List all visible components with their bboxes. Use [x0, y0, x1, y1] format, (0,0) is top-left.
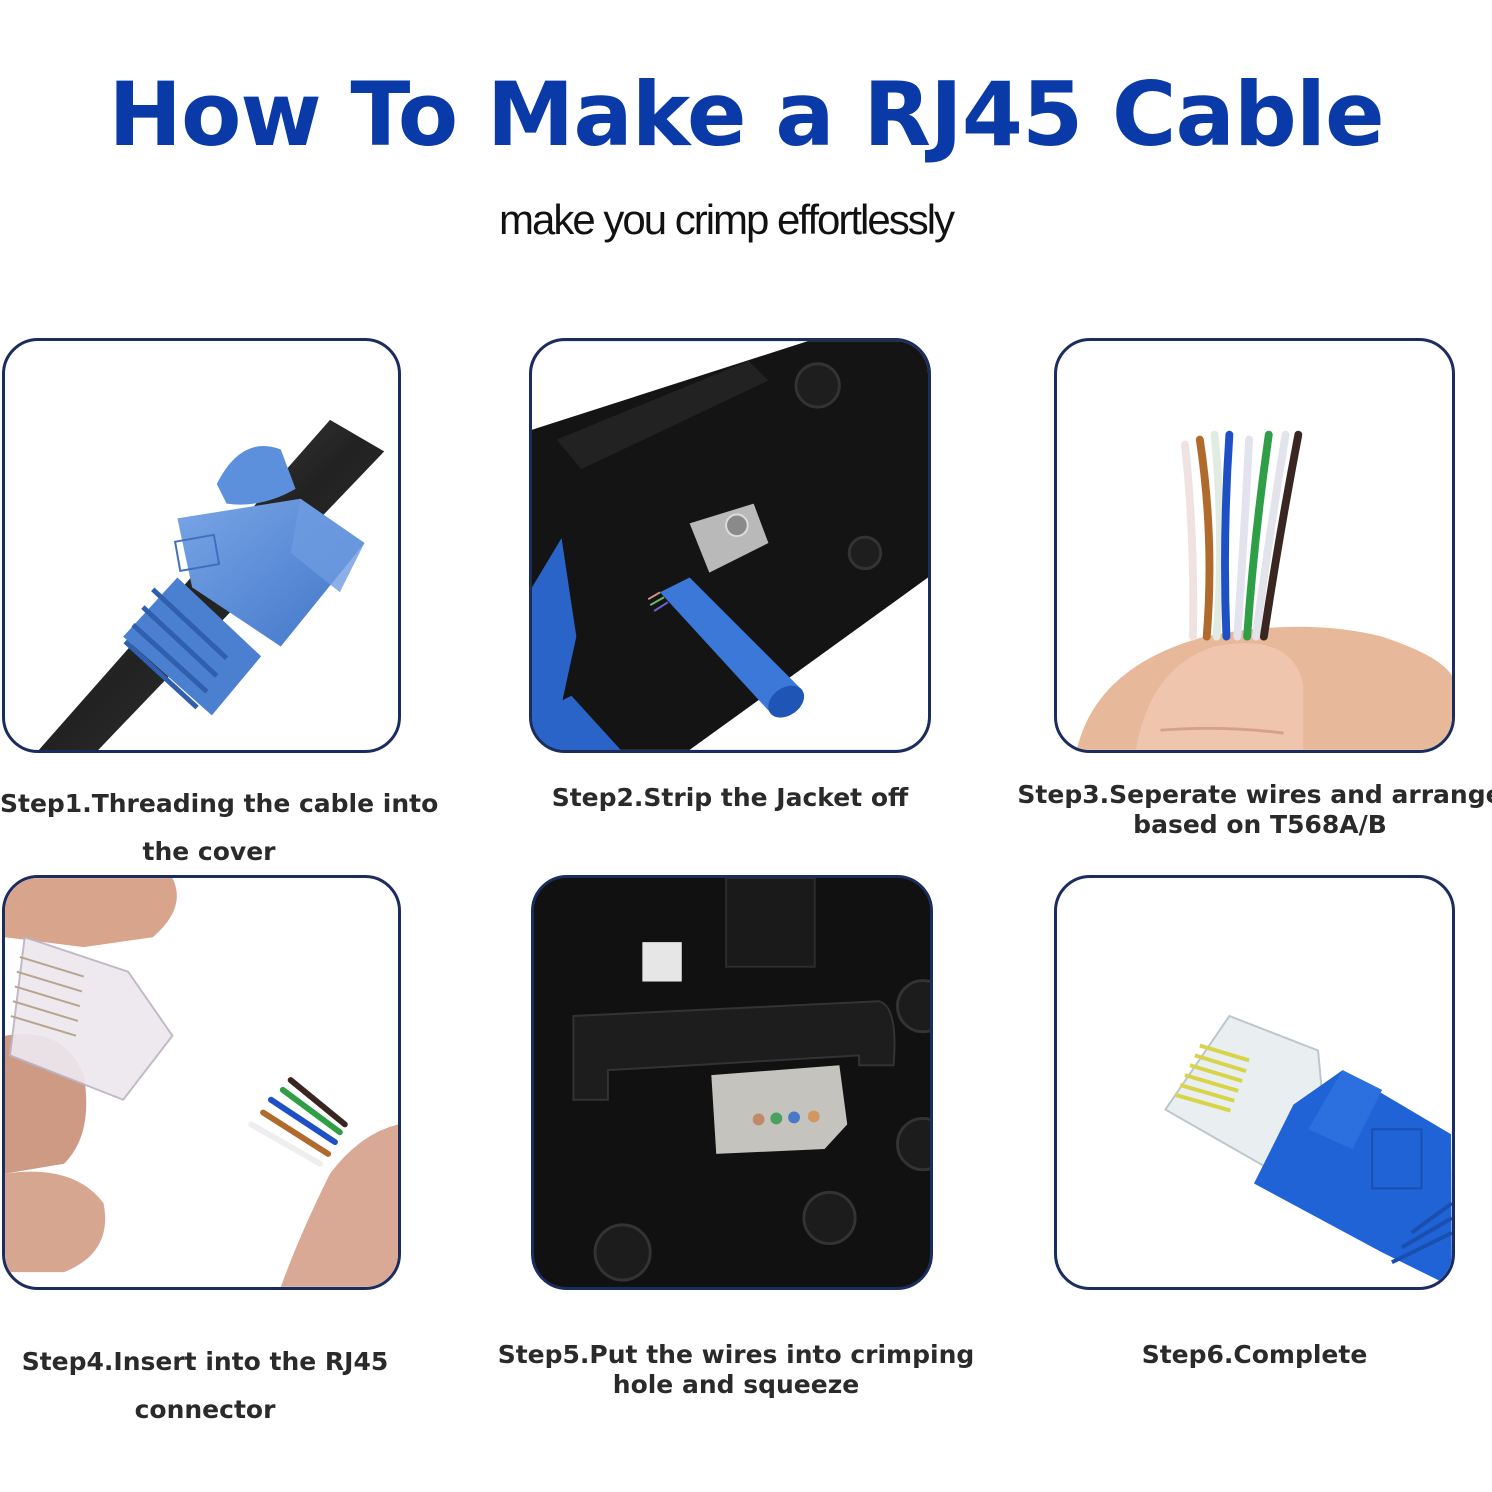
cable-boot-illustration: [38, 419, 385, 750]
step-2-image: [529, 338, 931, 753]
step-3-image: [1054, 338, 1455, 753]
step-2-caption: Step2.Strip the Jacket off: [551, 783, 909, 812]
crimping-die-illustration: [534, 878, 930, 1287]
step-1-image: [2, 338, 401, 753]
step-4-caption: Step4.Insert into the RJ45 connector: [21, 1347, 389, 1424]
step-1-caption: Step1.Threading the cable into the cover: [0, 789, 439, 866]
step-6-caption: Step6.Complete: [1141, 1340, 1368, 1369]
separated-wires-illustration: [1076, 430, 1452, 750]
step-5-image: [531, 875, 933, 1290]
page-title: How To Make a RJ45 Cable: [108, 63, 1384, 166]
step-6-image: [1054, 875, 1455, 1290]
step-4-image: [2, 875, 401, 1290]
crimper-stripper-illustration: [532, 341, 928, 750]
insert-connector-illustration: [5, 878, 398, 1287]
finished-cable-illustration: [1163, 1014, 1452, 1287]
step-5-caption: Step5.Put the wires into crimping hole a…: [497, 1340, 975, 1399]
step-3-caption: Step3.Seperate wires and arrange based o…: [1017, 780, 1492, 839]
page-subtitle: make you crimp effortlessly: [498, 196, 955, 243]
